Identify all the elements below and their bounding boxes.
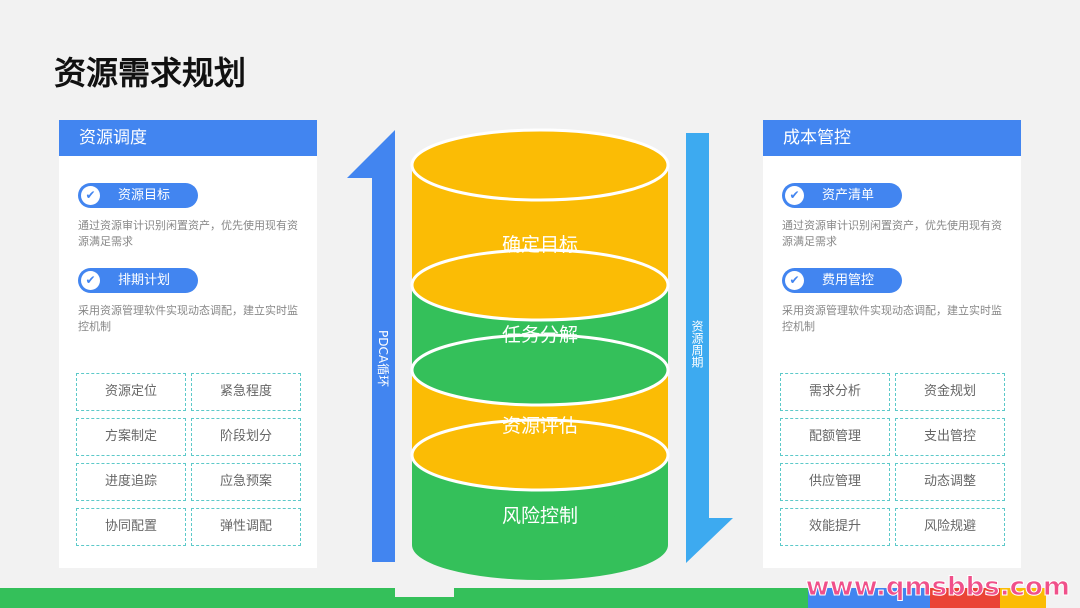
item-desc: 通过资源审计识别闲置资产，优先使用现有资源满足需求 bbox=[78, 219, 298, 248]
layer-label: 任务分解 bbox=[502, 324, 578, 346]
grid-cell: 紧急程度 bbox=[191, 373, 301, 411]
grid-cell: 需求分析 bbox=[780, 373, 890, 411]
check-icon: ✔ bbox=[785, 271, 804, 290]
pill-item: ✔ 费用管控 bbox=[782, 268, 902, 293]
grid-cell: 弹性调配 bbox=[191, 508, 301, 546]
check-icon: ✔ bbox=[81, 186, 100, 205]
footer-bar-blue bbox=[808, 588, 930, 608]
footer-notch bbox=[395, 588, 454, 597]
footer-bar-red bbox=[930, 588, 1000, 608]
layer-label: 确定目标 bbox=[502, 234, 578, 256]
left-grid: 资源定位 紧急程度 方案制定 阶段划分 进度追踪 应急预案 协同配置 弹性调配 bbox=[76, 373, 301, 546]
grid-cell: 支出管控 bbox=[895, 418, 1005, 456]
grid-cell: 资源定位 bbox=[76, 373, 186, 411]
left-panel-header: 资源调度 bbox=[59, 120, 317, 156]
watermark: www.qmsbbs.com bbox=[805, 572, 1070, 603]
cycle-arrow bbox=[686, 133, 733, 563]
right-grid: 需求分析 资金规划 配额管理 支出管控 供应管理 动态调整 效能提升 风险规避 bbox=[780, 373, 1005, 546]
item-desc: 通过资源审计识别闲置资产，优先使用现有资源满足需求 bbox=[782, 219, 1002, 248]
pill-item: ✔ 资产清单 bbox=[782, 183, 902, 208]
footer-bar-yellow bbox=[1000, 588, 1046, 608]
left-panel: 资源调度 ✔ 资源目标 通过资源审计识别闲置资产，优先使用现有资源满足需求 ✔ 排期… bbox=[59, 120, 317, 568]
grid-cell: 方案制定 bbox=[76, 418, 186, 456]
pill-label: 费用管控 bbox=[822, 273, 875, 288]
item-desc: 采用资源管理软件实现动态调配，建立实时监控机制 bbox=[782, 304, 1002, 333]
layer-label: 风险控制 bbox=[502, 505, 578, 527]
grid-cell: 进度追踪 bbox=[76, 463, 186, 501]
pill-item: ✔ 排期计划 bbox=[78, 268, 198, 293]
grid-cell: 效能提升 bbox=[780, 508, 890, 546]
right-panel: 成本管控 ✔ 资产清单 通过资源审计识别闲置资产，优先使用现有资源满足需求 ✔ 费用… bbox=[763, 120, 1021, 568]
pill-label: 资源目标 bbox=[118, 188, 171, 203]
grid-cell: 资金规划 bbox=[895, 373, 1005, 411]
grid-cell: 阶段划分 bbox=[191, 418, 301, 456]
pill-item: ✔ 资源目标 bbox=[78, 183, 198, 208]
pdca-arrow bbox=[347, 130, 395, 562]
pill-label: 排期计划 bbox=[118, 273, 171, 288]
grid-cell: 应急预案 bbox=[191, 463, 301, 501]
layer-label: 资源评估 bbox=[502, 415, 578, 437]
grid-cell: 动态调整 bbox=[895, 463, 1005, 501]
grid-cell: 供应管理 bbox=[780, 463, 890, 501]
grid-cell: 配额管理 bbox=[780, 418, 890, 456]
cycle-label: 资源周期 bbox=[690, 320, 704, 368]
check-icon: ✔ bbox=[785, 186, 804, 205]
footer-bar-green bbox=[0, 588, 808, 608]
cylinder bbox=[410, 128, 670, 580]
page-title: 资源需求规划 bbox=[54, 54, 247, 92]
pill-label: 资产清单 bbox=[822, 188, 875, 203]
check-icon: ✔ bbox=[81, 271, 100, 290]
grid-cell: 协同配置 bbox=[76, 508, 186, 546]
right-panel-header: 成本管控 bbox=[763, 120, 1021, 156]
pdca-label: PDCA循环 bbox=[376, 330, 390, 387]
item-desc: 采用资源管理软件实现动态调配，建立实时监控机制 bbox=[78, 304, 298, 333]
grid-cell: 风险规避 bbox=[895, 508, 1005, 546]
